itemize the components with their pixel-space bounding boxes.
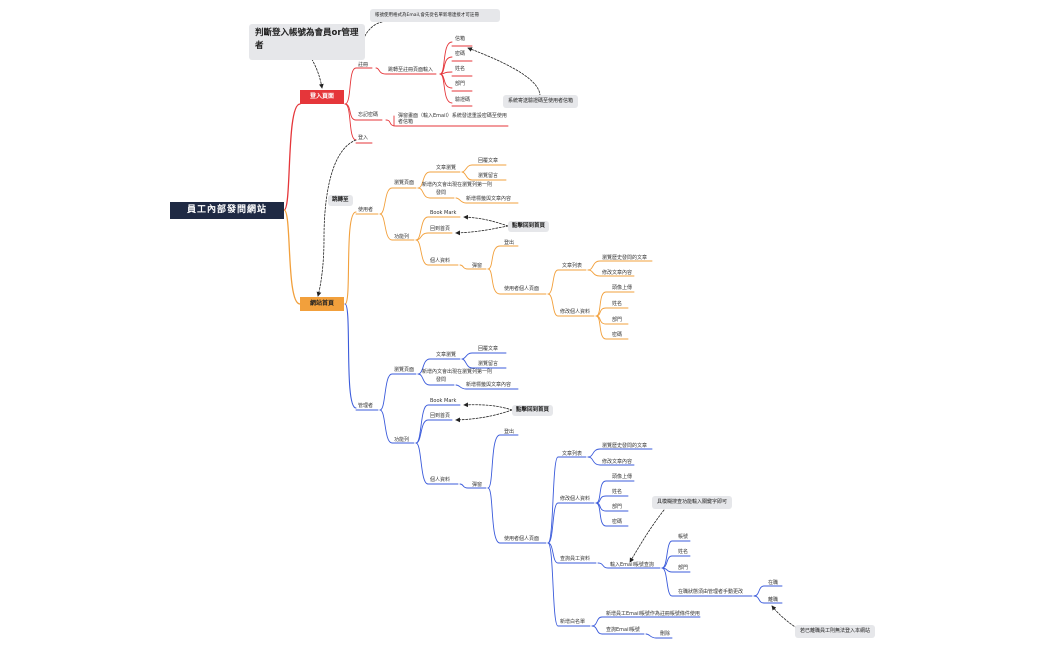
admin-reply-article: 回覆文章 — [478, 346, 499, 352]
admin-click-home-note: 點擊回到首頁 — [512, 405, 554, 416]
field-verify-code: 驗證碼 — [455, 97, 471, 103]
homepage-node: 網站首頁 — [300, 297, 344, 311]
user-click-home-note: 點擊回到首頁 — [508, 221, 550, 232]
admin-profile-department: 部門 — [612, 504, 623, 510]
root-node: 員工內部發問網站 — [170, 202, 284, 219]
field-email: 信箱 — [455, 36, 466, 42]
admin-browse-page: 瀏覽頁面 — [394, 367, 415, 373]
admin-node: 管理者 — [358, 403, 374, 409]
admin-article-list: 文章列表 — [562, 451, 583, 457]
user-post: 發問 — [436, 190, 447, 196]
field-password: 密碼 — [455, 51, 466, 57]
whitelist-query-node: 查詢Email帳號 — [606, 627, 640, 633]
user-new-tag-content: 新增標籤與文章內容 — [466, 196, 512, 202]
user-page-node: 使用者個人頁面 — [504, 286, 540, 292]
admin-logout: 登出 — [504, 429, 515, 435]
user-edit-profile: 修改個人資料 — [560, 309, 591, 315]
user-back-home: 回到首頁 — [430, 226, 451, 232]
user-profile-avatar: 頭像上傳 — [612, 285, 633, 291]
whitelist-delete-node: 刪除 — [660, 631, 671, 637]
top-callout: 判斷登入帳號為會員or管理者 — [249, 24, 365, 60]
staff-field-department: 部門 — [678, 565, 689, 571]
whitelist-node: 新增白名單 — [560, 619, 586, 625]
admin-feature-bar: 功能列 — [394, 437, 410, 443]
field-name: 姓名 — [455, 66, 466, 72]
admin-browse-comment: 瀏覽留言 — [478, 361, 499, 367]
admin-user-page: 使用者個人頁面 — [504, 536, 540, 542]
whitelist-add-node: 新增員工Email帳號作為註冊帳號條件使用 — [606, 611, 700, 617]
fuzzy-search-note: 具模糊搜查功能輸入關鍵字即可 — [652, 496, 733, 509]
query-staff-node: 查詢員工資料 — [560, 556, 591, 562]
status-resigned: 離職 — [768, 597, 779, 603]
admin-browse-history: 瀏覽歷史發問的文章 — [602, 443, 648, 449]
staff-field-name: 姓名 — [678, 549, 689, 555]
resigned-login-note: 若已離職員工則無法登入本網站 — [795, 625, 876, 638]
admin-back-home: 回到首頁 — [430, 413, 451, 419]
email-query-node: 輸入Email帳號查詢 — [610, 562, 654, 568]
admin-post: 發問 — [436, 377, 447, 383]
forgot-password-node: 忘記密碼 — [358, 112, 379, 118]
user-node: 使用者 — [358, 207, 374, 213]
admin-edit-profile: 修改個人資料 — [560, 496, 591, 502]
verify-code-note: 系統寄送驗證碼至使用者信箱 — [503, 95, 579, 108]
forgot-detail-node: 彈窗畫面（輸入Email）系統發送重設密碼至使用者信箱 — [398, 113, 507, 125]
user-browse-history: 瀏覽歷史發問的文章 — [602, 255, 648, 261]
user-edit-article: 修改文章內容 — [602, 270, 633, 276]
admin-article-browse: 文章瀏覽 — [436, 352, 457, 358]
user-personal: 個人資料 — [430, 258, 451, 264]
admin-personal: 個人資料 — [430, 477, 451, 483]
user-browse-page: 瀏覽頁面 — [394, 180, 415, 186]
jump-to-tag: 跳轉至 — [328, 195, 353, 206]
user-browse-comment: 瀏覽留言 — [478, 173, 499, 179]
user-feature-bar: 功能列 — [394, 234, 410, 240]
staff-field-account: 帳號 — [678, 534, 689, 540]
admin-profile-avatar: 頭像上傳 — [612, 474, 633, 480]
user-profile-department: 部門 — [612, 317, 623, 323]
user-popup: 彈窗 — [472, 263, 483, 269]
register-page-node: 跳轉至註冊頁面輸入 — [388, 67, 434, 73]
login-node: 登入 — [358, 135, 369, 141]
admin-popup: 彈窗 — [472, 482, 483, 488]
register-node: 註冊 — [358, 62, 369, 68]
user-reply-article: 回覆文章 — [478, 158, 499, 164]
user-bookmark: Book Mark — [430, 210, 457, 216]
admin-new-tag-content: 新增標籤與文章內容 — [466, 382, 512, 388]
user-profile-name: 姓名 — [612, 301, 623, 307]
email-format-note: 帳號使用格式為Email,會先從名單新增連接才可註冊 — [370, 9, 500, 22]
admin-new-article-note: 新增內文會出現在瀏覽列第一則 — [422, 369, 493, 375]
user-logout: 登出 — [504, 240, 515, 246]
admin-profile-name: 姓名 — [612, 489, 623, 495]
field-department: 部門 — [455, 81, 466, 87]
login-page-node: 登入頁面 — [300, 90, 344, 104]
admin-bookmark: Book Mark — [430, 398, 457, 404]
user-article-browse: 文章瀏覽 — [436, 165, 457, 171]
user-profile-password: 密碼 — [612, 332, 623, 338]
admin-profile-password: 密碼 — [612, 519, 623, 525]
status-employed: 在職 — [768, 580, 779, 586]
status-edit-node: 在職狀態須由管理者手動更改 — [678, 589, 744, 595]
admin-edit-article: 修改文章內容 — [602, 459, 633, 465]
user-article-list: 文章列表 — [562, 263, 583, 269]
user-new-article-note: 新增內文會出現在瀏覽列第一則 — [422, 182, 493, 188]
